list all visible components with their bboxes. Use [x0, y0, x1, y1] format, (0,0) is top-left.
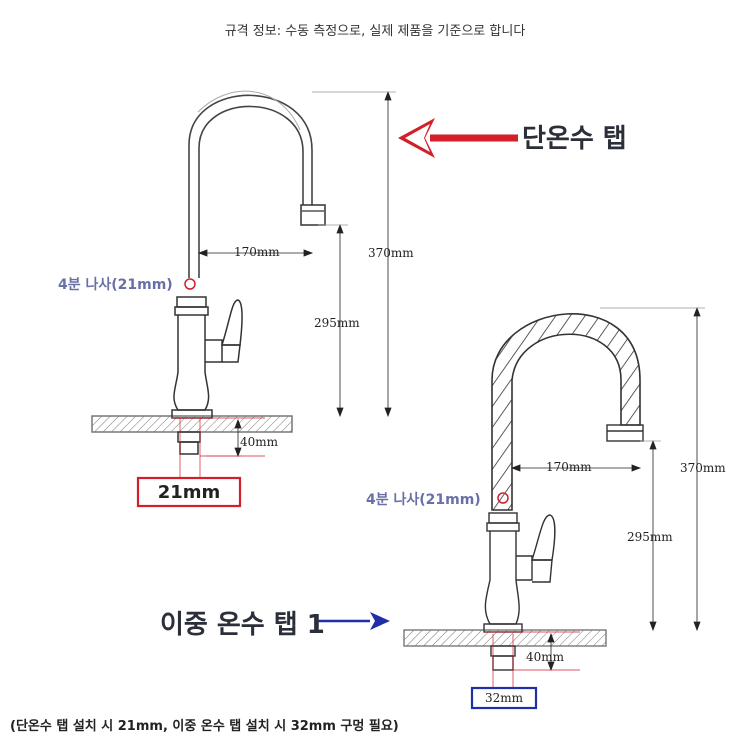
faucet-bottom-thread-label: 4분 나사(21mm) — [366, 492, 481, 508]
faucet-bottom-drawing — [403, 312, 644, 671]
faucet-top-arrow — [398, 118, 518, 158]
faucet-top-thread-label: 4분 나사(21mm) — [58, 277, 173, 293]
faucet-top-reach-label: 170mm — [234, 245, 280, 259]
faucet-bottom-thread-marker — [484, 492, 580, 688]
faucet-bottom-reach-label: 170mm — [546, 460, 592, 474]
faucet-bottom-arrow — [318, 612, 390, 630]
spec-note: 규격 정보: 수동 측정으로, 실제 제품을 기준으로 합니다 — [224, 24, 526, 39]
faucet-top-height-label: 370mm — [368, 246, 414, 260]
faucet-top-spout-label: 295mm — [314, 316, 360, 330]
hole-box-bottom — [470, 686, 538, 710]
faucet-top-thread-marker — [172, 278, 265, 478]
faucet-bottom-shank-label: 40mm — [526, 650, 565, 664]
faucet-bottom-spout-label: 295mm — [627, 530, 673, 544]
faucet-top-shank-label: 40mm — [240, 435, 279, 449]
faucet-top-hole-label: 21mm — [157, 481, 221, 503]
faucet-top-drawing — [91, 90, 326, 455]
faucet-top-dimensions — [197, 90, 396, 458]
faucet-bottom-dimensions — [510, 306, 705, 672]
hole-box-top — [136, 476, 242, 508]
faucet-top-title: 단온수 탭 — [522, 124, 627, 154]
faucet-bottom-height-label: 370mm — [680, 461, 726, 475]
footer-note: (단온수 탭 설치 시 21mm, 이중 온수 탭 설치 시 32mm 구멍 필… — [10, 719, 399, 734]
faucet-bottom-title: 이중 온수 탭 1 — [160, 610, 325, 640]
faucet-bottom-hole-label: 32mm — [484, 691, 524, 705]
